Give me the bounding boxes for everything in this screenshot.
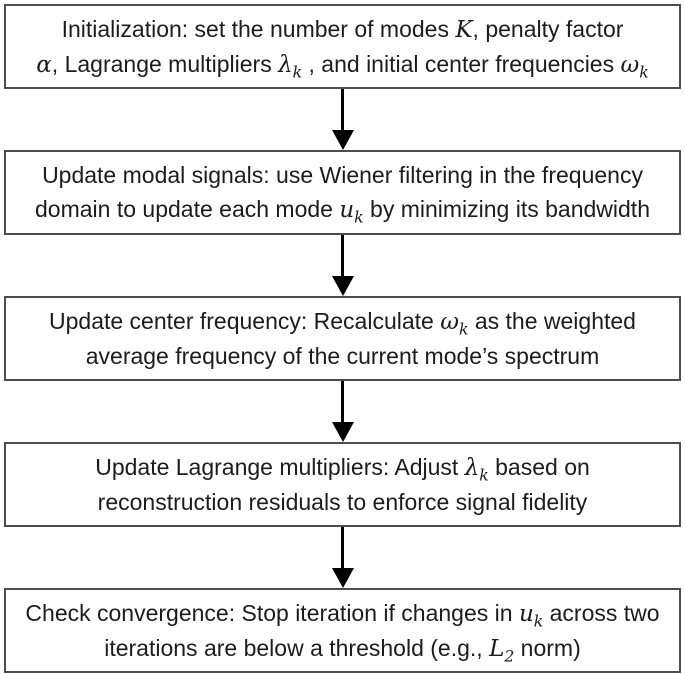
arrow-head [331, 568, 354, 588]
text-line: average frequency of the current mode’s … [85, 343, 600, 369]
step-box-update-modal-signals: Update modal signals: use Wiener filteri… [4, 150, 681, 235]
step-box-check-convergence: Check convergence: Stop iteration if cha… [4, 588, 681, 673]
math-symbol: K [455, 16, 473, 43]
text-line: Initialization: set the number of modes … [61, 15, 624, 43]
text-line: Update modal signals: use Wiener filteri… [42, 162, 643, 188]
arrow-head [331, 276, 354, 296]
arrow-stem [341, 89, 344, 130]
down-arrow-icon [4, 527, 681, 588]
step-box-initialization: Initialization: set the number of modes … [4, 4, 681, 89]
text-line: domain to update each mode uk by minimiz… [35, 196, 650, 227]
math-symbol: uk [339, 197, 364, 227]
arrow-stem [341, 235, 344, 276]
math-symbol: λk [464, 455, 489, 485]
down-arrow-icon [4, 235, 681, 296]
arrow-head [331, 422, 354, 442]
text-line: iterations are below a threshold (e.g., … [104, 634, 581, 666]
arrow-head [331, 130, 354, 150]
math-symbol: α [36, 51, 52, 78]
math-symbol: ωk [440, 309, 469, 339]
step-box-update-lagrange-multipliers: Update Lagrange multipliers: Adjust λk b… [4, 442, 681, 527]
text-line: α, Lagrange multipliers λk , and initial… [36, 50, 649, 82]
text-line: Check convergence: Stop iteration if cha… [25, 599, 660, 631]
math-symbol: ωk [620, 51, 649, 82]
arrow-stem [341, 527, 344, 568]
math-symbol: uk [518, 600, 544, 631]
down-arrow-icon [4, 89, 681, 150]
text-line: Update center frequency: Recalculate ωk … [49, 308, 636, 339]
down-arrow-icon [4, 381, 681, 442]
arrow-stem [341, 381, 344, 422]
step-box-update-center-frequency: Update center frequency: Recalculate ωk … [4, 296, 681, 381]
math-symbol: L2 [489, 635, 515, 666]
text-line: reconstruction residuals to enforce sign… [97, 489, 588, 515]
math-symbol: λk [278, 51, 303, 82]
text-line: Update Lagrange multipliers: Adjust λk b… [95, 454, 590, 485]
